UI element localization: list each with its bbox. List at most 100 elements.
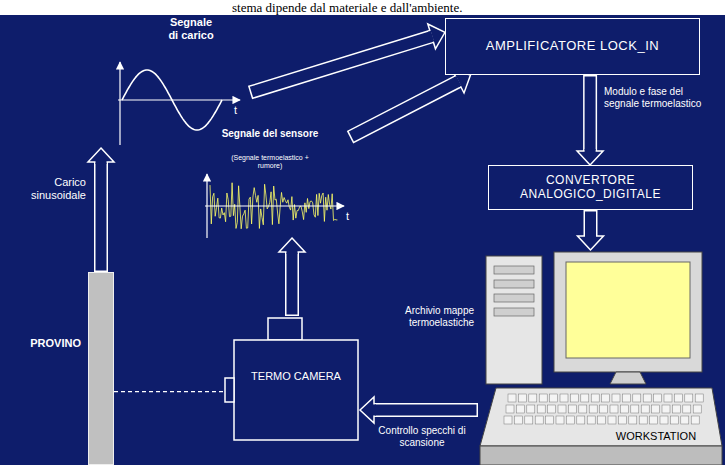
key — [612, 394, 620, 402]
block-arrow — [350, 70, 471, 137]
key — [566, 416, 574, 424]
key — [695, 394, 703, 402]
arrow-joint — [96, 161, 107, 164]
thermal-camera: TERMO CAMERA — [224, 316, 360, 444]
key — [506, 405, 514, 413]
key — [693, 405, 701, 413]
key — [539, 394, 547, 402]
block-arrow — [88, 148, 114, 272]
key — [622, 394, 630, 402]
key — [685, 394, 693, 402]
key — [654, 394, 662, 402]
keyboard-front — [480, 446, 722, 465]
key — [577, 416, 585, 424]
key — [683, 405, 691, 413]
key — [548, 405, 556, 413]
key — [650, 416, 658, 424]
key — [602, 394, 610, 402]
block-arrow — [279, 238, 305, 316]
node-title: WORKSTATION — [608, 430, 704, 443]
key — [681, 416, 689, 424]
key — [587, 416, 595, 424]
arrow-shaft-fill — [585, 212, 596, 237]
key — [560, 394, 568, 402]
view-line — [114, 391, 224, 392]
key — [514, 416, 522, 424]
key — [608, 416, 616, 424]
arrow-joint — [456, 81, 459, 82]
annotation: Archivio mappe termoelastiche — [404, 305, 474, 328]
arrow-shaft-fill — [374, 404, 477, 415]
camera-lens — [225, 378, 234, 402]
key — [525, 416, 533, 424]
key — [508, 394, 516, 402]
drive-bay — [494, 266, 534, 274]
sine-wave — [122, 70, 222, 130]
key — [558, 405, 566, 413]
computer-figure — [480, 252, 722, 465]
axis-label: t — [346, 210, 349, 223]
key — [568, 405, 576, 413]
key — [581, 394, 589, 402]
arrow-shaft — [94, 162, 108, 272]
drive-bay — [494, 294, 534, 302]
key — [546, 416, 554, 424]
arrow-head — [428, 24, 445, 49]
node-title: CONVERTORE ANALOGICO_DIGITALE — [516, 174, 666, 202]
key — [610, 405, 618, 413]
camera-body — [234, 340, 358, 440]
key — [643, 394, 651, 402]
edge-label: Modulo e fase del segnale termoelastico — [604, 86, 716, 109]
plot-axis — [119, 62, 120, 145]
plot-axis — [205, 205, 344, 206]
key — [527, 405, 535, 413]
arrow-joint — [373, 404, 376, 415]
node-title: PROVINO — [7, 337, 81, 350]
monitor — [554, 252, 702, 372]
specimen-bar: PROVINO — [88, 272, 114, 465]
key — [516, 405, 524, 413]
key — [660, 416, 668, 424]
key — [600, 405, 608, 413]
arrow-joint — [287, 251, 298, 254]
key — [591, 394, 599, 402]
key — [518, 394, 526, 402]
arrow-shaft-fill — [351, 81, 458, 136]
key — [535, 416, 543, 424]
block-arrow — [360, 397, 478, 423]
workstation: WORKSTATION — [478, 250, 722, 465]
key — [672, 405, 680, 413]
monitor-screen — [566, 262, 690, 358]
key — [579, 405, 587, 413]
key — [652, 405, 660, 413]
arrow-head — [360, 397, 374, 423]
key — [641, 405, 649, 413]
key — [550, 394, 558, 402]
key — [664, 394, 672, 402]
arrow-shaft — [583, 75, 597, 151]
arrow-joint — [585, 234, 596, 237]
node-title: Segnale di carico — [167, 16, 215, 41]
process-box: CONVERTORE ANALOGICO_DIGITALE — [488, 165, 693, 210]
arrow-shaft — [285, 252, 299, 316]
node-title: TERMO CAMERA — [242, 370, 350, 383]
view-line — [114, 391, 224, 392]
arrow-shaft — [374, 403, 478, 417]
key — [529, 394, 537, 402]
camera-top — [268, 318, 302, 340]
edge-label: Controllo specchi di scansione — [372, 425, 472, 448]
sensor-plot — [205, 174, 344, 238]
edge-label: Carico sinusoidale — [18, 176, 86, 201]
key — [618, 416, 626, 424]
block-arrow — [250, 24, 445, 93]
arrow-joint — [430, 31, 433, 43]
key — [631, 405, 639, 413]
key — [537, 405, 545, 413]
node-note: (Segnale termoelastico + rumore) — [220, 154, 320, 170]
keyboard — [480, 388, 722, 446]
block-arrow — [578, 210, 604, 250]
arrow-shaft-fill — [585, 77, 596, 152]
key — [620, 405, 628, 413]
arrow-head — [279, 238, 305, 252]
arrow-head — [578, 236, 604, 250]
